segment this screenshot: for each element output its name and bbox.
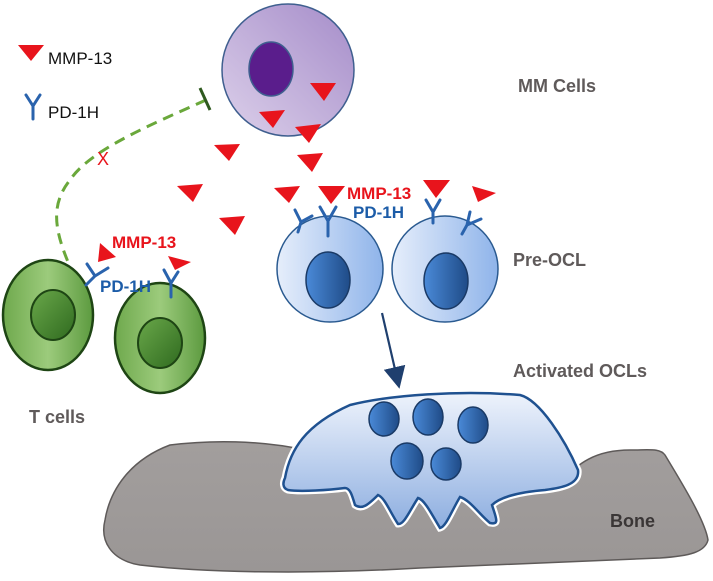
preocl-mmp13-label: MMP-13 — [347, 184, 411, 203]
preocl-pd1h-label: PD-1H — [353, 203, 404, 222]
t-cells-label: T cells — [29, 407, 85, 427]
legend: MMP-13 PD-1H — [18, 45, 112, 122]
ocl-nucleus — [368, 401, 400, 437]
pd1h-receptor — [424, 198, 483, 236]
mmp13-triangle — [297, 153, 323, 172]
mm-cells-label: MM Cells — [518, 76, 596, 96]
pre-ocl-nucleus — [423, 252, 469, 310]
pd1h-receptor — [84, 262, 110, 287]
mmp13-triangle — [177, 184, 203, 202]
ocl-nucleus — [457, 406, 489, 444]
mmp13-legend-icon — [18, 45, 44, 61]
activated-ocls-label: Activated OCLs — [513, 361, 647, 381]
t-cell-nucleus — [137, 317, 183, 369]
mmp13-triangle — [98, 243, 116, 262]
activated-osteoclast — [279, 389, 582, 532]
pre-osteoclast-cell — [391, 198, 499, 323]
pre-osteoclast-cell — [276, 205, 384, 323]
pd1h-legend-icon — [24, 93, 42, 121]
mmp13-triangle — [274, 186, 300, 203]
mmp13-triangle — [219, 216, 245, 235]
inhibition-line: X — [55, 87, 212, 263]
t-cell-nucleus — [30, 289, 76, 341]
legend-pd1h-label: PD-1H — [48, 103, 99, 122]
blocked-x-mark: X — [97, 149, 109, 169]
pd1h-receptor — [162, 268, 180, 299]
mmp13-triangle — [310, 83, 336, 101]
tcell-mmp13-label: MMP-13 — [112, 233, 176, 252]
mm-nucleus — [248, 41, 294, 97]
bone-label: Bone — [610, 511, 655, 531]
legend-mmp13-label: MMP-13 — [48, 49, 112, 68]
tcell-pd1h-label: PD-1H — [100, 277, 151, 296]
mmp13-triangle — [472, 186, 496, 202]
t-cell — [113, 268, 207, 395]
mmp13-triangle — [214, 144, 240, 161]
mmp13-triangle — [168, 256, 191, 270]
mm-cell — [221, 3, 355, 137]
t-cell — [1, 258, 110, 372]
differentiation-arrow — [380, 312, 406, 389]
pd1h-receptor — [293, 205, 338, 238]
inhibition-bar — [198, 87, 212, 111]
pre-ocl-label: Pre-OCL — [513, 250, 586, 270]
mmp13-triangle — [423, 180, 450, 198]
mmp13-triangle — [295, 124, 321, 143]
mmp13-triangle — [259, 110, 285, 128]
ocl-nucleus — [390, 442, 424, 480]
ocl-nucleus — [412, 398, 444, 436]
ocl-nucleus — [430, 447, 462, 481]
mmp13-triangle — [318, 186, 345, 204]
pre-ocl-nucleus — [305, 251, 351, 309]
mmp13-molecules — [98, 83, 496, 270]
